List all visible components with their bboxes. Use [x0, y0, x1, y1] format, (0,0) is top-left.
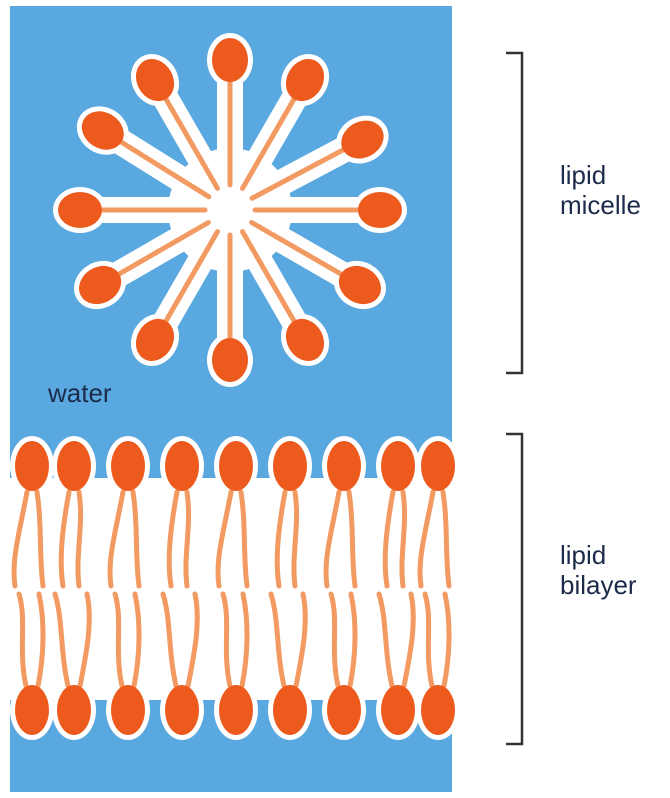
- bilayer-bottom-head: [15, 685, 49, 735]
- micelle-head: [358, 192, 402, 228]
- bilayer-bottom-head: [219, 685, 253, 735]
- bilayer-top-head: [57, 441, 91, 491]
- bilayer-top-head: [219, 441, 253, 491]
- bilayer-top-head: [327, 441, 361, 491]
- bilayer-bottom-head: [421, 685, 455, 735]
- bilayer-core: [10, 478, 452, 700]
- bilayer-bottom-head: [381, 685, 415, 735]
- micelle-bracket: [506, 53, 522, 373]
- micelle-label-line1: lipid: [560, 160, 641, 190]
- micelle-head: [212, 338, 248, 382]
- micelle-label: lipid micelle: [560, 160, 641, 220]
- bilayer-label: lipid bilayer: [560, 540, 637, 600]
- lipid-bilayer: [10, 436, 460, 740]
- bilayer-top-tail: [294, 492, 297, 586]
- bilayer-bottom-head: [327, 685, 361, 735]
- bilayer-top-head: [15, 441, 49, 491]
- bilayer-top-tail: [402, 492, 405, 586]
- bilayer-label-line1: lipid: [560, 540, 637, 570]
- bilayer-top-head: [273, 441, 307, 491]
- bilayer-bottom-head: [57, 685, 91, 735]
- water-label: water: [48, 378, 112, 408]
- micelle-head: [58, 192, 102, 228]
- bilayer-top-head: [165, 441, 199, 491]
- bilayer-top-head: [111, 441, 145, 491]
- bilayer-top-head: [421, 441, 455, 491]
- micelle-head: [212, 38, 248, 82]
- bilayer-bracket: [506, 434, 522, 744]
- bilayer-label-line2: bilayer: [560, 570, 637, 600]
- bilayer-top-tail: [186, 492, 189, 586]
- bilayer-top-tail: [78, 492, 81, 586]
- bilayer-bottom-head: [165, 685, 199, 735]
- bilayer-bottom-head: [273, 685, 307, 735]
- bilayer-top-head: [381, 441, 415, 491]
- bilayer-bottom-head: [111, 685, 145, 735]
- micelle-label-line2: micelle: [560, 190, 641, 220]
